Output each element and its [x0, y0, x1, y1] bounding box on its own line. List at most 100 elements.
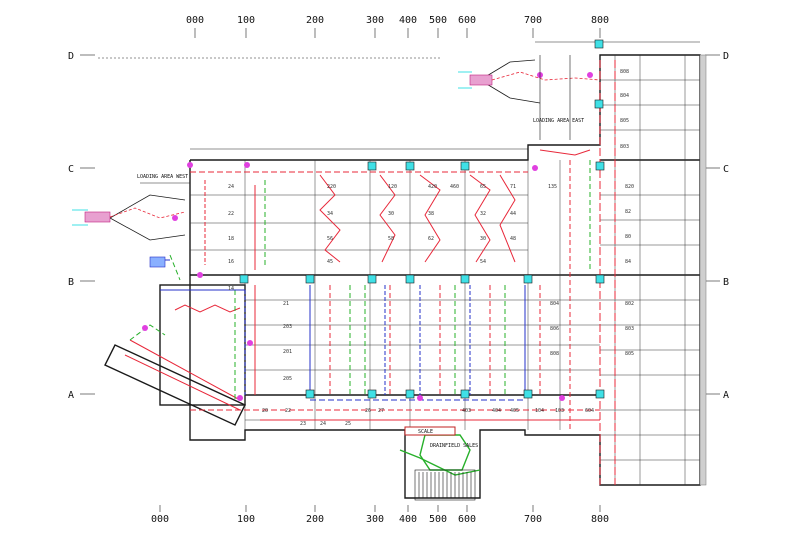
row-label-right: B	[723, 277, 729, 288]
green-circuits	[129, 160, 591, 400]
room-number: 23	[300, 421, 306, 427]
room-number: 803	[620, 144, 629, 150]
room-number: 103	[555, 408, 564, 414]
room-number: 18	[228, 236, 234, 242]
room-number: 27	[378, 408, 384, 414]
room-number: 460	[450, 184, 459, 190]
column-label-top: 600	[458, 15, 476, 26]
red-circuits	[124, 60, 616, 485]
drainfield-shape	[399, 434, 481, 476]
room-number: 58	[388, 236, 394, 242]
room-number: 205	[283, 376, 292, 382]
column-label-top: 200	[306, 15, 324, 26]
loading-dock-west	[72, 194, 186, 268]
room-labels: 24 22 18 16 14 21 203 201 205 220 120 420 460 65 71 135…	[228, 69, 634, 427]
room-number: 80	[625, 234, 631, 240]
room-number: 65	[480, 184, 486, 190]
room-number: 104	[535, 408, 544, 414]
loading-dock-east	[458, 55, 601, 140]
column-label-bottom: 800	[591, 514, 609, 525]
room-number: 22	[228, 211, 234, 217]
column-label-top: 800	[591, 15, 609, 26]
column-label-bottom: 500	[429, 514, 447, 525]
room-number: 604	[585, 408, 594, 414]
room-number: 48	[510, 236, 516, 242]
row-label-left: D	[68, 51, 74, 62]
center-columns	[244, 160, 561, 430]
room-number: 808	[550, 351, 559, 357]
room-number: 44	[510, 211, 516, 217]
blue-circuits	[150, 259, 526, 401]
row-label-right: A	[723, 390, 729, 401]
room-number: 21	[283, 301, 289, 307]
room-number: 201	[283, 349, 292, 355]
room-number: 84	[625, 259, 631, 265]
row-label-left: A	[68, 390, 74, 401]
room-number: 404	[492, 408, 501, 414]
room-number: 403	[462, 408, 471, 414]
stair	[414, 469, 476, 501]
loading-area-west-label: LOADING AREA WEST	[137, 174, 188, 180]
drainfield-label: DRAINFIELD SALES	[430, 443, 478, 449]
column-label-top: 500	[429, 15, 447, 26]
room-number: 25	[345, 421, 351, 427]
row-labels-right: D C B A	[705, 51, 729, 401]
room-number: 62	[428, 236, 434, 242]
column-label-bottom: 300	[366, 514, 384, 525]
room-number: 14	[228, 286, 234, 292]
row-label-right: C	[723, 164, 729, 175]
column-label-top: 000	[186, 15, 204, 26]
column-label-bottom: 400	[399, 514, 417, 525]
room-number: 203	[283, 324, 292, 330]
room-number: 30	[480, 236, 486, 242]
room-number: 45	[327, 259, 333, 265]
room-number: 804	[550, 301, 559, 307]
column-label-top: 400	[399, 15, 417, 26]
room-number: 32	[480, 211, 486, 217]
column-labels-bottom: 000 100 200 300 400 500 600 700 800	[151, 505, 609, 525]
column-labels-top: 000 100 200 300 400 500 600 700 800	[186, 15, 609, 38]
room-number: 820	[625, 184, 634, 190]
magenta-markers	[142, 72, 593, 401]
column-label-bottom: 700	[524, 514, 542, 525]
room-number: 26	[365, 408, 371, 414]
room-number: 420	[428, 184, 437, 190]
column-label-bottom: 000	[151, 514, 169, 525]
row-label-left: C	[68, 164, 74, 175]
room-number: 22	[285, 408, 291, 414]
column-markers	[239, 39, 605, 399]
room-number: 34	[327, 211, 333, 217]
loading-area-east-label: LOADING AREA EAST	[533, 118, 584, 124]
column-label-top: 700	[524, 15, 542, 26]
room-number: 24	[320, 421, 326, 427]
center-rows	[190, 194, 600, 421]
column-label-top: 300	[366, 15, 384, 26]
room-number: 802	[625, 301, 634, 307]
column-label-bottom: 100	[237, 514, 255, 525]
room-number: 135	[548, 184, 557, 190]
room-number: 803	[625, 326, 634, 332]
room-number: 806	[550, 326, 559, 332]
column-label-bottom: 600	[458, 514, 476, 525]
room-number: 805	[620, 118, 629, 124]
dimension-lines	[98, 41, 700, 184]
room-number: 16	[228, 259, 234, 265]
east-grid	[600, 54, 707, 486]
column-label-bottom: 200	[306, 514, 324, 525]
room-number: 24	[228, 184, 234, 190]
room-number: 120	[388, 184, 397, 190]
room-number: 20	[262, 408, 268, 414]
room-number: 56	[327, 236, 333, 242]
room-number: 71	[510, 184, 516, 190]
building-walls	[104, 54, 701, 499]
room-number: 30	[388, 211, 394, 217]
room-number: 804	[620, 93, 629, 99]
room-number: 54	[480, 259, 486, 265]
room-number: 405	[510, 408, 519, 414]
column-label-top: 100	[237, 15, 255, 26]
room-number: 220	[327, 184, 336, 190]
room-number: 808	[620, 69, 629, 75]
row-label-right: D	[723, 51, 729, 62]
row-label-left: B	[68, 277, 74, 288]
